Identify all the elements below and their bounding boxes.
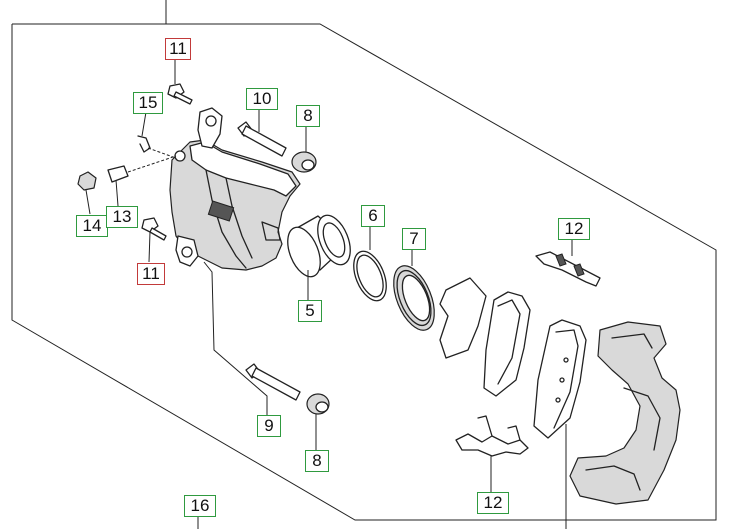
- callout-9: 9: [257, 415, 281, 437]
- assembly-boundary: [11, 23, 717, 521]
- caliper-carrier-bracket: [569, 321, 681, 505]
- callout-14: 14: [76, 215, 108, 237]
- clip-axis-line: [147, 147, 177, 159]
- bolt-part-11-lower: [141, 217, 167, 241]
- callout-13: 13: [106, 206, 138, 228]
- callout-12-upper: 12: [558, 218, 590, 240]
- callout-6: 6: [361, 205, 385, 227]
- callout-12-lower: 12: [477, 492, 509, 514]
- guide-pin-part-9: [245, 363, 301, 401]
- piston-seal-part-6: [353, 250, 387, 302]
- anti-rattle-clip-part-12-lower: [455, 415, 529, 457]
- dust-boot-part-8-upper: [291, 151, 317, 173]
- leader-14: [85, 189, 91, 215]
- pad-shim: [439, 277, 487, 359]
- bleeder-cap-part-14: [77, 171, 97, 191]
- leader-13: [115, 179, 119, 207]
- caliper-housing: [169, 107, 301, 271]
- callout-11-lower: 11: [137, 263, 165, 285]
- bleeder-screw-part-13: [107, 165, 129, 183]
- callout-8-upper: 8: [296, 105, 320, 127]
- callout-11-upper: 11: [165, 38, 191, 60]
- piston-boot-part-7: [393, 265, 435, 331]
- bleeder-axis-line: [127, 155, 177, 173]
- outer-brake-pad: [533, 319, 587, 439]
- callout-15: 15: [133, 92, 163, 114]
- leader-15: [141, 111, 147, 137]
- callout-8-lower: 8: [305, 450, 329, 472]
- spring-clip-part-15: [137, 135, 151, 153]
- inner-brake-pad: [483, 291, 531, 397]
- dust-boot-part-8-lower: [306, 393, 330, 415]
- leader-9: [203, 261, 268, 415]
- bolt-part-11-upper: [167, 83, 193, 105]
- anti-rattle-clip-part-12-upper: [535, 251, 601, 287]
- callout-5: 5: [298, 300, 322, 322]
- callout-7: 7: [402, 228, 426, 250]
- callout-10: 10: [246, 88, 278, 110]
- piston-part-5: [287, 214, 351, 278]
- leader-11-lower: [148, 231, 151, 263]
- guide-pin-part-10: [237, 121, 287, 157]
- callout-16: 16: [184, 495, 216, 517]
